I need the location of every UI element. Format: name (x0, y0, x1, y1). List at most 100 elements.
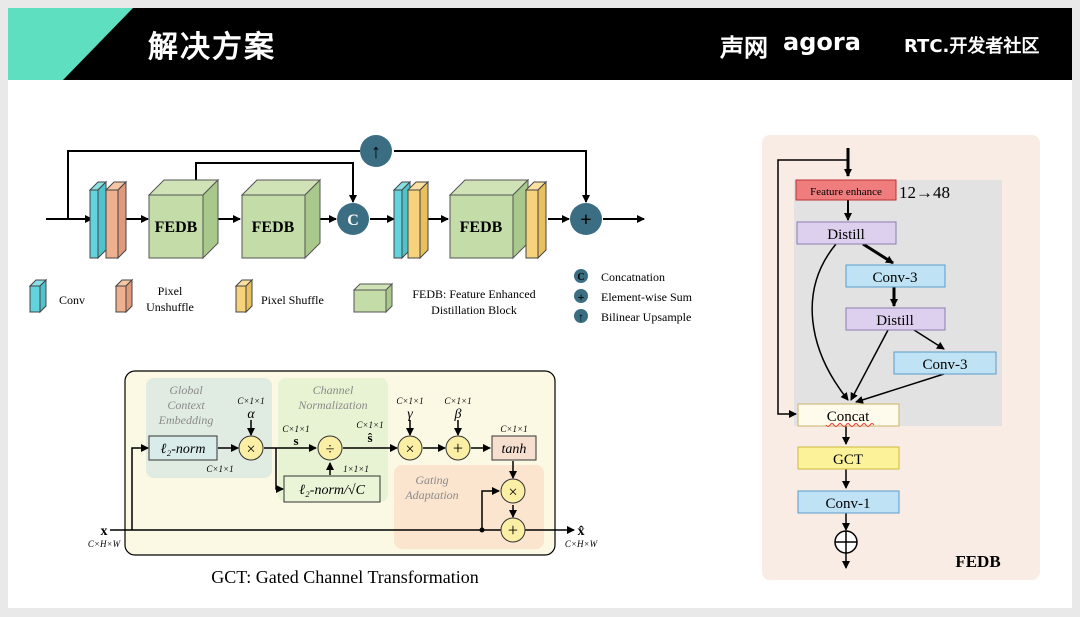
svg-text:+: + (453, 438, 463, 458)
svg-text:C×1×1: C×1×1 (237, 396, 264, 406)
skip-line-to-concat (195, 162, 357, 203)
content-diagram: FEDB FEDB C ↑ (28, 135, 1040, 587)
svg-text:+: + (508, 520, 518, 540)
pixel-shuffle-layer-1 (406, 180, 430, 260)
fedb-label-3: FEDB (460, 219, 503, 236)
svg-text:1×1×1: 1×1×1 (343, 464, 369, 474)
svg-text:C×1×1: C×1×1 (396, 396, 423, 406)
svg-text:×: × (246, 441, 255, 458)
fedb-detail: Feature enhance 12→48 Distill Conv-3 Dis… (762, 135, 1040, 580)
fedb-label-2: FEDB (252, 219, 295, 236)
x-output-symbol: x̂ (578, 524, 585, 539)
concat-box (797, 403, 900, 427)
s-hat-symbol: ŝ (367, 430, 372, 445)
legend-concat-icon: C (574, 269, 588, 283)
region-gating-line2: Adaptation (404, 488, 458, 502)
beta-symbol: β (454, 407, 462, 422)
conv1-label: Conv-1 (826, 496, 871, 512)
concat-node: C (337, 203, 369, 235)
sum-node: + (570, 203, 602, 235)
fedb-block-2: FEDB (240, 178, 322, 260)
feature-enhance-box (795, 179, 897, 201)
legend-upsample-icon: ↑ (574, 309, 588, 324)
gct-mult-gamma: × (397, 435, 423, 461)
svg-text:C×H×W: C×H×W (565, 539, 599, 549)
header-accent (8, 8, 133, 80)
conv-layer-1 (88, 180, 108, 260)
gct-add-beta: + (445, 435, 471, 461)
x-input-symbol: x (101, 524, 108, 539)
fedb-block-1: FEDB (147, 178, 220, 260)
legend-fedb-icon (352, 282, 394, 314)
region-norm-line2: Normalization (297, 398, 367, 412)
gct-add-residual: + (500, 517, 526, 543)
pixel-unshuffle-layer (104, 180, 128, 260)
legend-concat: Concatnation (601, 270, 665, 284)
legend-conv: Conv (59, 293, 85, 307)
legend-conv-icon (28, 278, 48, 314)
shengwang-logo: 声网 (720, 34, 768, 62)
tanh-label: tanh (502, 442, 527, 457)
region-global-line1: Global (169, 383, 203, 397)
upsample-symbol: ↑ (371, 141, 381, 163)
region-global-line2: Context (167, 398, 205, 412)
gct-diagram: Global Context Embedding Channel Normali… (88, 370, 599, 587)
l2norm-sqrtc-box (283, 475, 381, 503)
legend-sum-icon: + (574, 289, 588, 304)
svg-text:C×1×1: C×1×1 (356, 420, 383, 430)
legend: Conv Pixel Unshuffle Pixel Shuffle FEDB:… (28, 269, 693, 324)
gamma-symbol: γ (407, 407, 413, 422)
region-norm-line1: Channel (313, 383, 354, 397)
legend-pixel-unshuffle-icon (114, 278, 134, 314)
svg-text:C: C (577, 272, 584, 283)
legend-fedb-line2: Distillation Block (431, 303, 517, 317)
fedb-label-1: FEDB (155, 219, 198, 236)
legend-fedb-line1: FEDB: Feature Enhanced (412, 287, 535, 301)
distill-label-2: Distill (876, 313, 914, 329)
legend-pixel-unshuffle-line2: Unshuffle (146, 300, 194, 314)
slide: 解决方案 声网 agora RTC.开发者社区 (8, 8, 1072, 608)
l2norm-box (148, 435, 218, 461)
svg-text:×: × (405, 441, 414, 458)
skip-line-top (67, 150, 360, 219)
svg-text:÷: ÷ (326, 441, 335, 458)
header-bar: 解决方案 声网 agora RTC.开发者社区 (8, 8, 1072, 80)
pixel-shuffle-layer-2 (524, 180, 548, 260)
fedb-sum-icon (834, 530, 858, 554)
skip-line-to-sum (394, 150, 590, 203)
rtc-community-logo: RTC.开发者社区 (904, 36, 1040, 57)
conv3-box-2 (893, 351, 997, 375)
region-global-context (146, 378, 272, 478)
gct-divide: ÷ (317, 435, 343, 461)
svg-text:C×1×1: C×1×1 (206, 464, 233, 474)
svg-text:×: × (508, 484, 517, 501)
legend-sum: Element-wise Sum (601, 290, 693, 304)
conv1-box (797, 490, 900, 514)
tanh-box (491, 435, 537, 461)
gct-caption: GCT: Gated Channel Transformation (211, 567, 479, 587)
feature-enhance-label: Feature enhance (810, 186, 882, 198)
conv3-label-2: Conv-3 (923, 357, 968, 373)
channels-label: 12→48 (899, 183, 950, 202)
gct-mult-alpha: × (238, 435, 264, 461)
legend-upsample: Bilinear Upsample (601, 310, 691, 324)
gct-box (797, 446, 900, 470)
l2norm-sqrtc-label: ℓ₂-norm/√C (299, 483, 365, 498)
svg-text:↑: ↑ (578, 310, 584, 324)
svg-text:C×1×1: C×1×1 (282, 424, 309, 434)
distill-box-1 (796, 221, 897, 245)
upsample-node: ↑ (360, 135, 392, 167)
conv3-label-1: Conv-3 (873, 270, 918, 286)
l2norm-label: ℓ₂-norm (161, 442, 206, 457)
agora-logo: agora (783, 28, 861, 56)
distill-box-2 (845, 307, 946, 331)
legend-pixel-shuffle: Pixel Shuffle (261, 293, 324, 307)
gct-label: GCT (833, 452, 863, 468)
fedb-block-3: FEDB (448, 178, 530, 260)
region-gating-line1: Gating (415, 473, 448, 487)
page-title: 解决方案 (148, 30, 276, 65)
svg-text:+: + (578, 290, 585, 304)
svg-text:C×H×W: C×H×W (88, 539, 122, 549)
region-global-line3: Embedding (158, 413, 214, 427)
concat-symbol: C (347, 212, 359, 229)
